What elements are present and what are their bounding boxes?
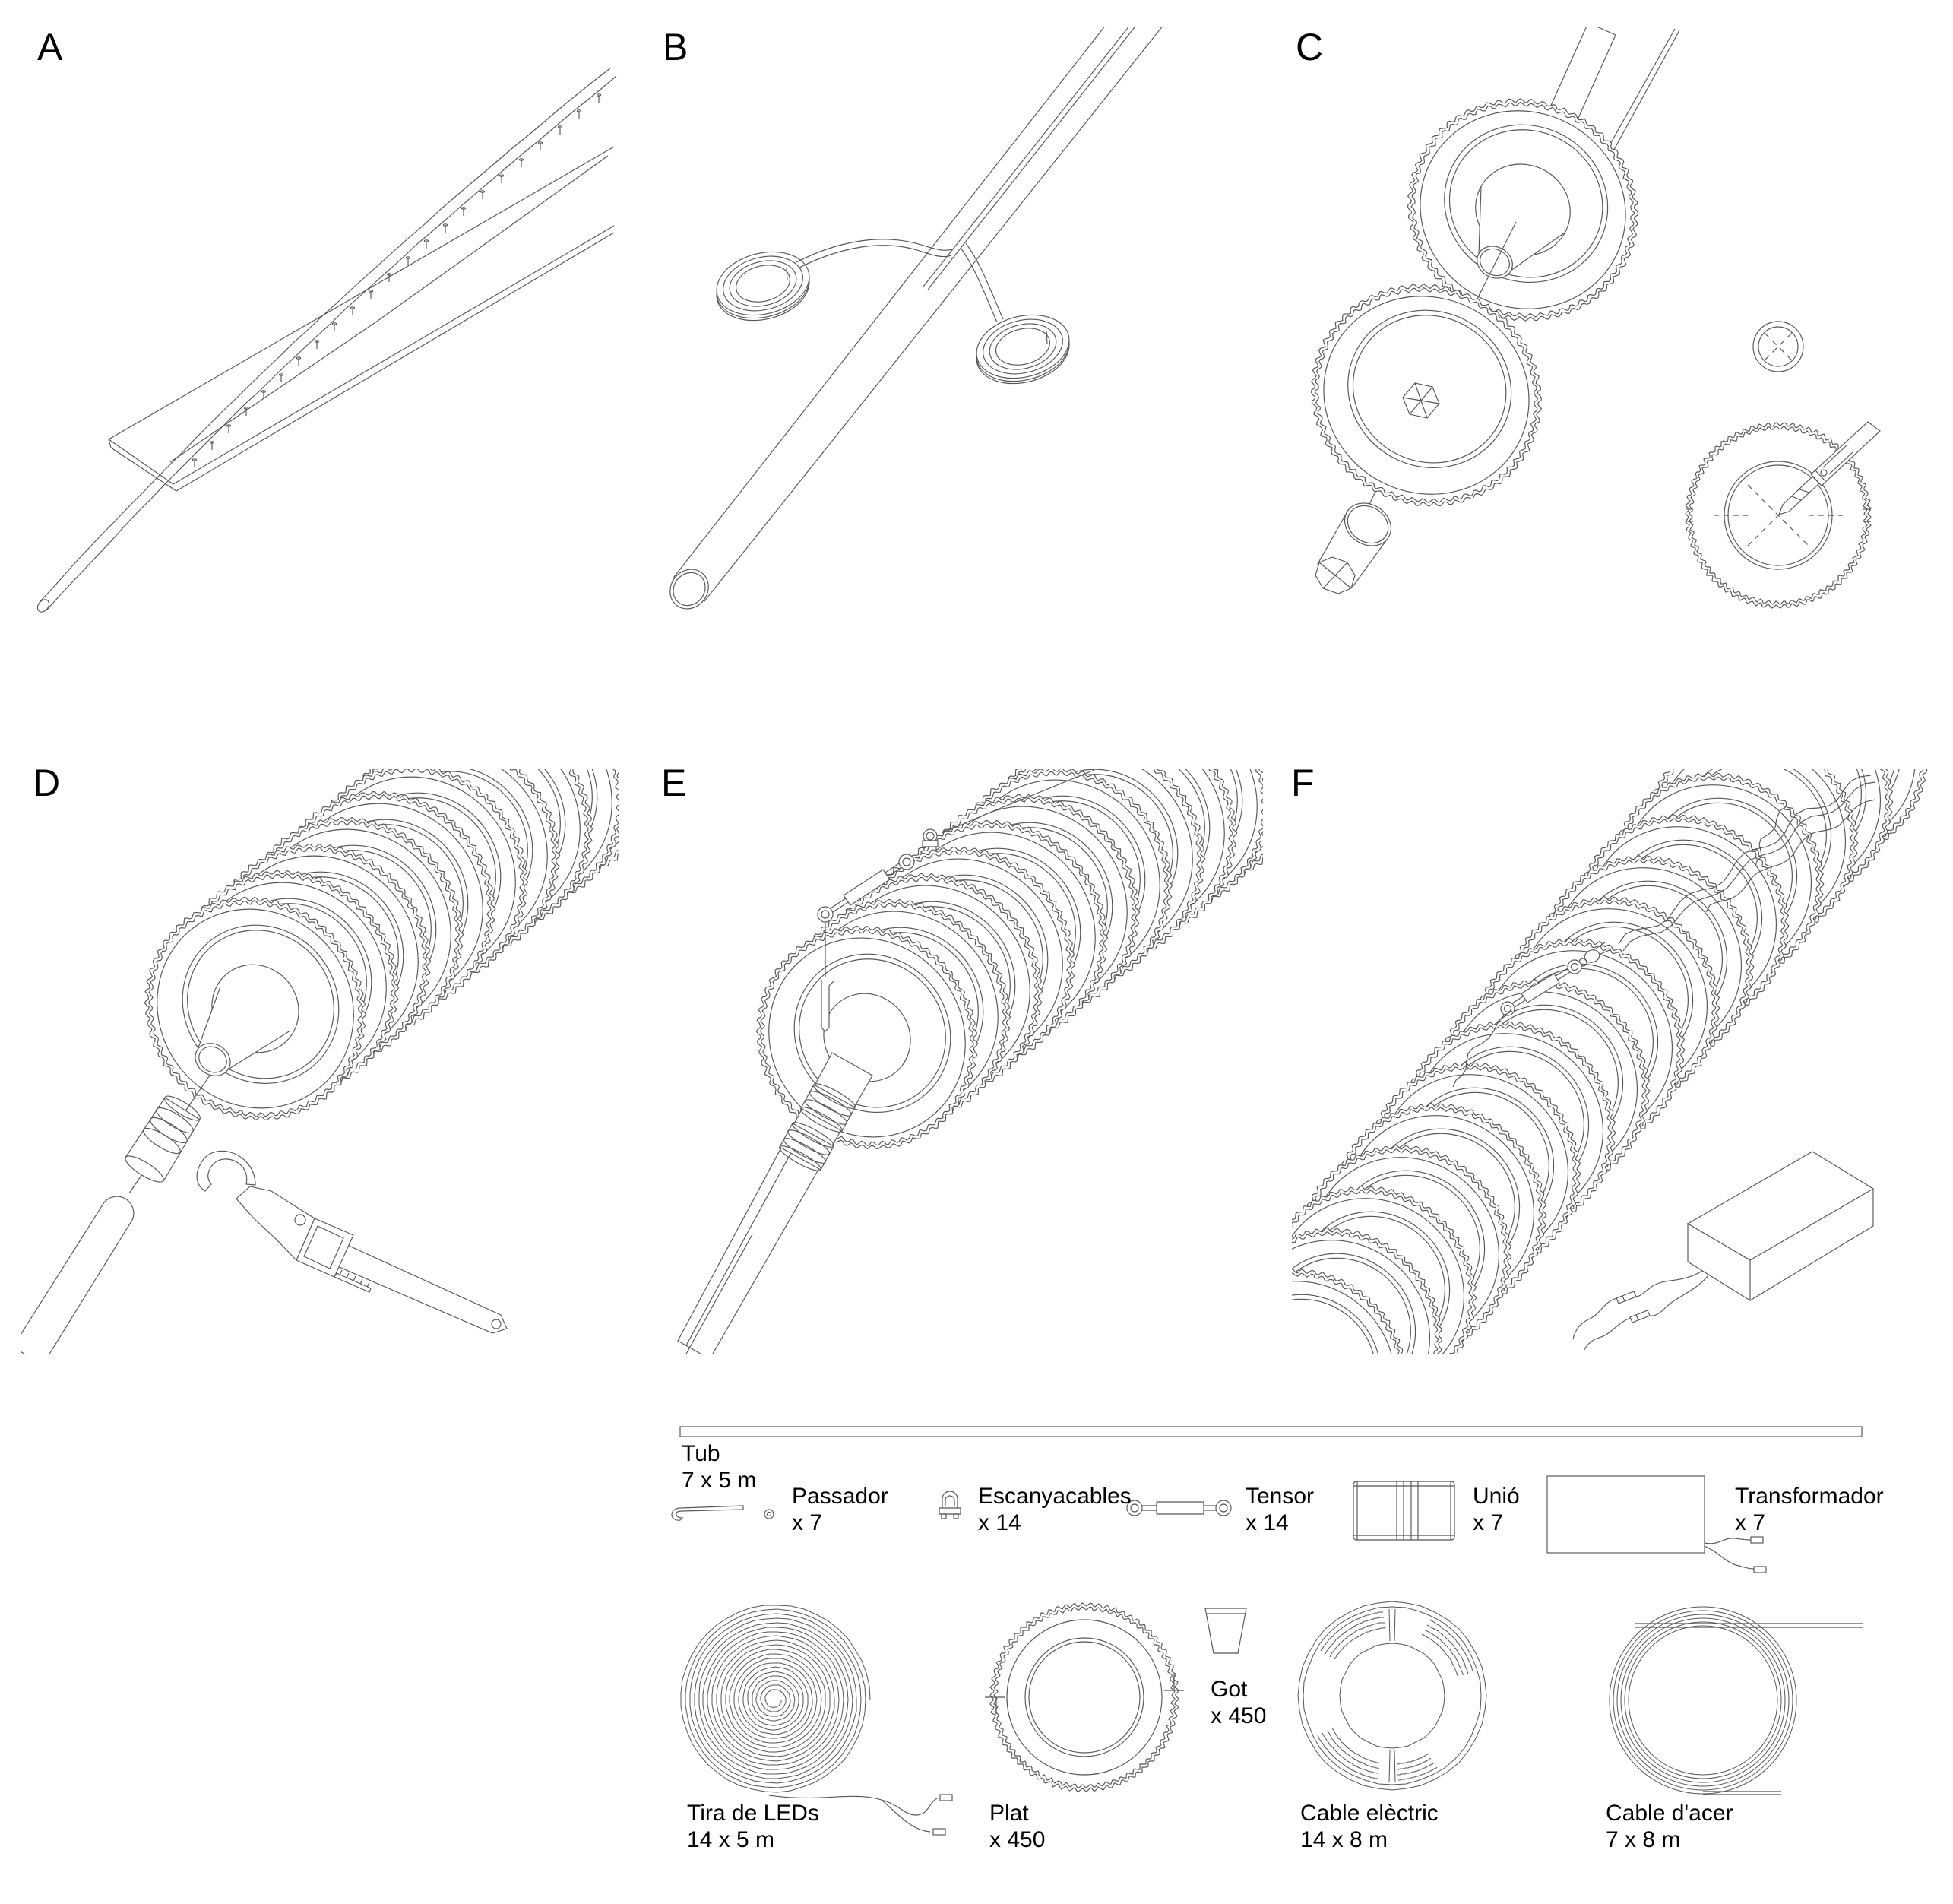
svg-text:x 14: x 14 [978,1510,1021,1535]
svg-text:Tub: Tub [682,1441,720,1466]
svg-text:7 x 8 m: 7 x 8 m [1606,1827,1680,1852]
svg-text:x 450: x 450 [989,1827,1045,1852]
svg-text:Plat: Plat [989,1801,1029,1826]
svg-text:14 x 5 m: 14 x 5 m [687,1827,774,1852]
svg-text:Got: Got [1211,1677,1248,1702]
svg-text:x 14: x 14 [1246,1510,1289,1535]
svg-text:Passador: Passador [792,1484,888,1509]
svg-text:x 7: x 7 [1735,1510,1765,1535]
svg-text:7 x 5 m: 7 x 5 m [682,1468,756,1493]
svg-text:D: D [33,762,60,804]
svg-text:Escanyacables: Escanyacables [978,1484,1132,1509]
svg-text:A: A [37,26,63,68]
svg-text:x 7: x 7 [1473,1510,1503,1535]
svg-text:Cable elèctric: Cable elèctric [1300,1801,1439,1826]
svg-text:Unió: Unió [1473,1484,1520,1509]
svg-text:B: B [663,26,688,68]
svg-text:x 7: x 7 [792,1510,822,1535]
svg-text:Transformador: Transformador [1735,1484,1884,1509]
svg-text:Tira de LEDs: Tira de LEDs [687,1801,819,1826]
svg-text:Tensor: Tensor [1246,1484,1314,1509]
svg-text:E: E [661,762,686,804]
svg-text:C: C [1296,26,1323,68]
svg-text:Cable d'acer: Cable d'acer [1606,1801,1733,1826]
svg-text:x 450: x 450 [1211,1703,1266,1728]
svg-text:14 x 8 m: 14 x 8 m [1300,1827,1388,1852]
svg-text:F: F [1291,762,1315,804]
